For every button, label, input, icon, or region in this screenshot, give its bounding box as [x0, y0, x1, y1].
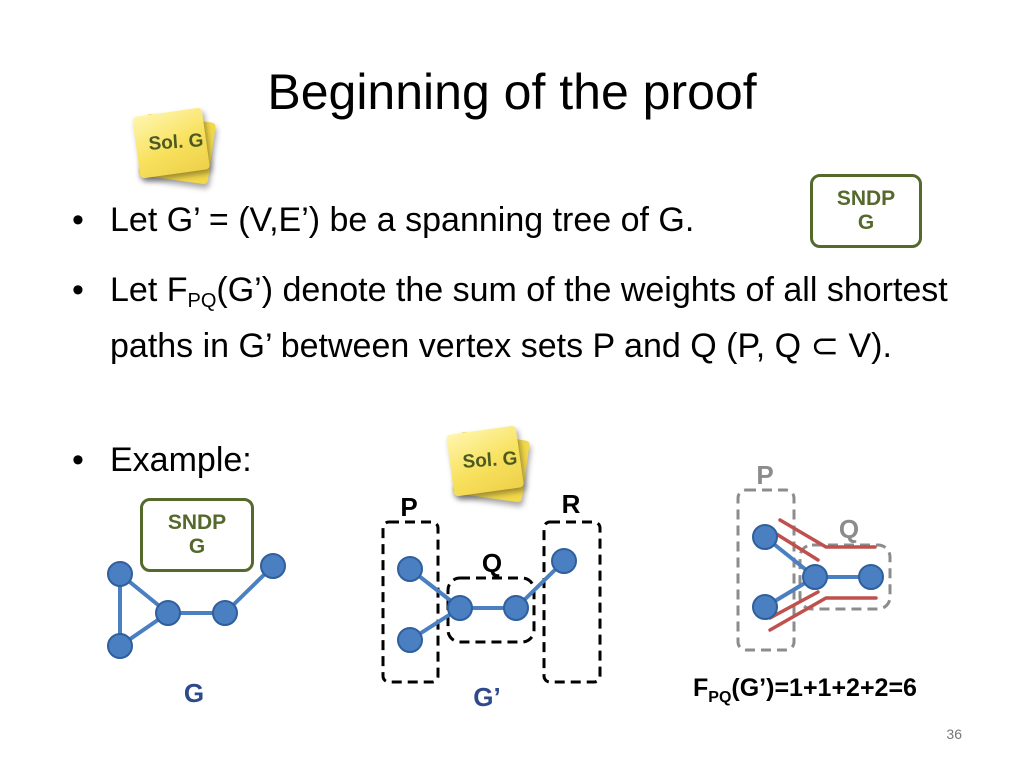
formula-sub: PQ [708, 689, 731, 706]
shortest-path-line [768, 590, 820, 620]
sndp-label: SNDP [167, 511, 227, 534]
graph-node [397, 556, 423, 582]
graph-node [107, 561, 133, 587]
bullet-text-post: (G’) denote the sum of the weights of al… [110, 271, 948, 365]
bullet-subscript: PQ [187, 290, 217, 312]
label-set-q-gray: Q [839, 514, 859, 544]
bullet-text: Example: [110, 441, 252, 479]
slide-title: Beginning of the proof [267, 64, 757, 120]
graph-node [858, 564, 884, 590]
formula-post: (G’)=1+1+2+2=6 [731, 674, 917, 702]
graph-node [551, 548, 577, 574]
set-r-box [542, 520, 602, 684]
graph-node [397, 627, 423, 653]
graph-node [752, 594, 778, 620]
graph-node [752, 524, 778, 550]
bullet-text: Let G’ = (V,E’) be a spanning tree of G. [110, 201, 695, 239]
label-graph-g-prime: G’ [473, 682, 500, 712]
graph-node [107, 633, 133, 659]
page-number: 36 [946, 726, 962, 742]
graph-g-prime-sets [381, 520, 602, 684]
pq-sets [736, 488, 892, 652]
graph-node [155, 600, 181, 626]
graph-node [503, 595, 529, 621]
label-set-r: R [562, 489, 581, 519]
label-set-p: P [400, 492, 417, 522]
bullet-marker: • [72, 441, 84, 479]
set-q-box-gray [798, 543, 892, 611]
bullet-example: • Example: [72, 432, 252, 488]
set-p-box-gray [736, 488, 796, 652]
bullet-text-pre: Let F [110, 271, 188, 309]
label-set-p-gray: P [756, 460, 773, 490]
shortest-path-line [768, 596, 878, 632]
shortest-path-line [768, 528, 820, 562]
bullet-spanning-tree: • Let G’ = (V,E’) be a spanning tree of … [72, 192, 694, 248]
sndp-label: SNDP [836, 187, 896, 210]
graph-node [447, 595, 473, 621]
bullet-marker: • [72, 271, 84, 309]
formula: FPQ(G’)=1+1+2+2=6 [693, 674, 917, 706]
graph-g-prime-nodes [397, 548, 577, 653]
shortest-path-line [778, 518, 877, 549]
bullet-marker: • [72, 201, 84, 239]
pq-shortest-paths [768, 518, 878, 632]
sndp-g-badge-example: SNDP G [140, 498, 254, 572]
sndp-graph-label: G [857, 211, 875, 234]
graph-node [212, 600, 238, 626]
graph-node [802, 564, 828, 590]
formula-pre: F [693, 674, 708, 702]
graph-g [118, 564, 275, 648]
sndp-g-badge-top: SNDP G [810, 174, 922, 248]
pq-nodes [752, 524, 884, 620]
graph-g-nodes [107, 553, 286, 659]
bullet-fpq-definition: • Let FPQ(G’) denote the sum of the weig… [72, 262, 1010, 374]
set-p-box [381, 520, 440, 684]
sndp-graph-label: G [188, 535, 206, 558]
label-graph-g: G [184, 678, 204, 708]
graph-node [260, 553, 286, 579]
label-set-q: Q [482, 548, 502, 578]
